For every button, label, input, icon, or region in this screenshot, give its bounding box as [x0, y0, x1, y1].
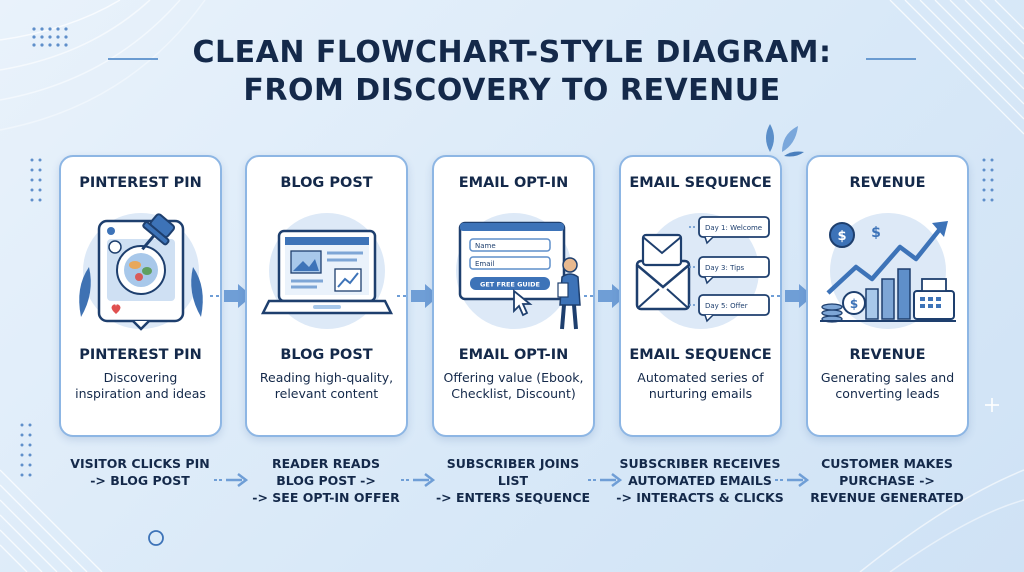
optin-form-icon: Name Email GET FREE GUIDE: [456, 213, 581, 330]
title-line-1: CLEAN FLOWCHART-STYLE DIAGRAM:: [192, 35, 832, 70]
pinterest-pin-icon: [79, 213, 203, 331]
action-arrow-icon: [775, 473, 809, 487]
svg-text:$: $: [837, 229, 846, 244]
get-guide-button: GET FREE GUIDE: [480, 281, 540, 289]
step-title: REVENUE: [849, 347, 926, 363]
step-card-blog: BLOG POST BLOG POST Reading high-quality…: [245, 155, 408, 437]
action-arrow-icon: [401, 473, 435, 487]
svg-text:$: $: [871, 225, 881, 241]
step-description: Generating sales and converting leads: [820, 370, 955, 401]
step-header: PINTEREST PIN: [79, 175, 202, 191]
page-title: CLEAN FLOWCHART-STYLE DIAGRAM: FROM DISC…: [0, 34, 1024, 110]
step-header: BLOG POST: [280, 175, 373, 191]
action-text-3: SUBSCRIBER JOINS LIST -> ENTERS SEQUENCE: [435, 456, 591, 505]
leaf-icon: [766, 124, 804, 157]
title-rule-left: [108, 58, 158, 60]
step-title: PINTEREST PIN: [79, 347, 202, 363]
step-description: Offering value (Ebook, Checklist, Discou…: [443, 370, 584, 401]
step-card-pinterest: PINTEREST PIN PINTEREST PIN Discovering …: [59, 155, 222, 437]
sequence-bubble-1: Day 1: Welcome: [705, 224, 762, 232]
step-card-optin: EMAIL OPT-IN Name Email GET FREE GUIDE E…: [432, 155, 595, 437]
action-text-2: READER READS BLOG POST -> -> SEE OPT-IN …: [252, 456, 400, 505]
email-envelope-icon: Day 1: Welcome Day 3: Tips Day 5: Offer: [635, 213, 770, 329]
step-header: EMAIL SEQUENCE: [629, 175, 772, 191]
step-card-revenue: REVENUE $ $ $ REVENUE Generating sales a…: [806, 155, 969, 437]
step-title: BLOG POST: [280, 347, 373, 363]
step-card-sequence: EMAIL SEQUENCE Day 1: Welcome Day 3: Tip…: [619, 155, 782, 437]
step-description: Automated series of nurturing emails: [637, 370, 764, 401]
email-field: Email: [475, 260, 494, 268]
action-text-5: CUSTOMER MAKES PURCHASE -> REVENUE GENER…: [810, 456, 964, 505]
title-rule-right: [866, 58, 916, 60]
action-text-1: VISITOR CLICKS PIN -> BLOG POST: [70, 456, 210, 488]
step-header: EMAIL OPT-IN: [458, 175, 569, 191]
step-title: EMAIL SEQUENCE: [629, 347, 772, 363]
sequence-bubble-2: Day 3: Tips: [705, 264, 745, 272]
step-header: REVENUE: [849, 175, 926, 191]
action-arrow-icon: [588, 473, 622, 487]
step-description: Reading high-quality, relevant content: [259, 370, 394, 401]
name-field: Name: [475, 242, 496, 250]
laptop-blog-icon: [260, 213, 394, 329]
sequence-bubble-3: Day 5: Offer: [705, 302, 748, 310]
step-description: Discovering inspiration and ideas: [75, 370, 206, 401]
step-title: EMAIL OPT-IN: [458, 347, 569, 363]
svg-text:$: $: [850, 297, 858, 311]
revenue-growth-icon: $ $ $: [820, 213, 956, 329]
title-line-2: FROM DISCOVERY TO REVENUE: [243, 73, 781, 108]
action-arrow-icon: [214, 473, 248, 487]
action-text-4: SUBSCRIBER RECEIVES AUTOMATED EMAILS -> …: [616, 456, 784, 505]
